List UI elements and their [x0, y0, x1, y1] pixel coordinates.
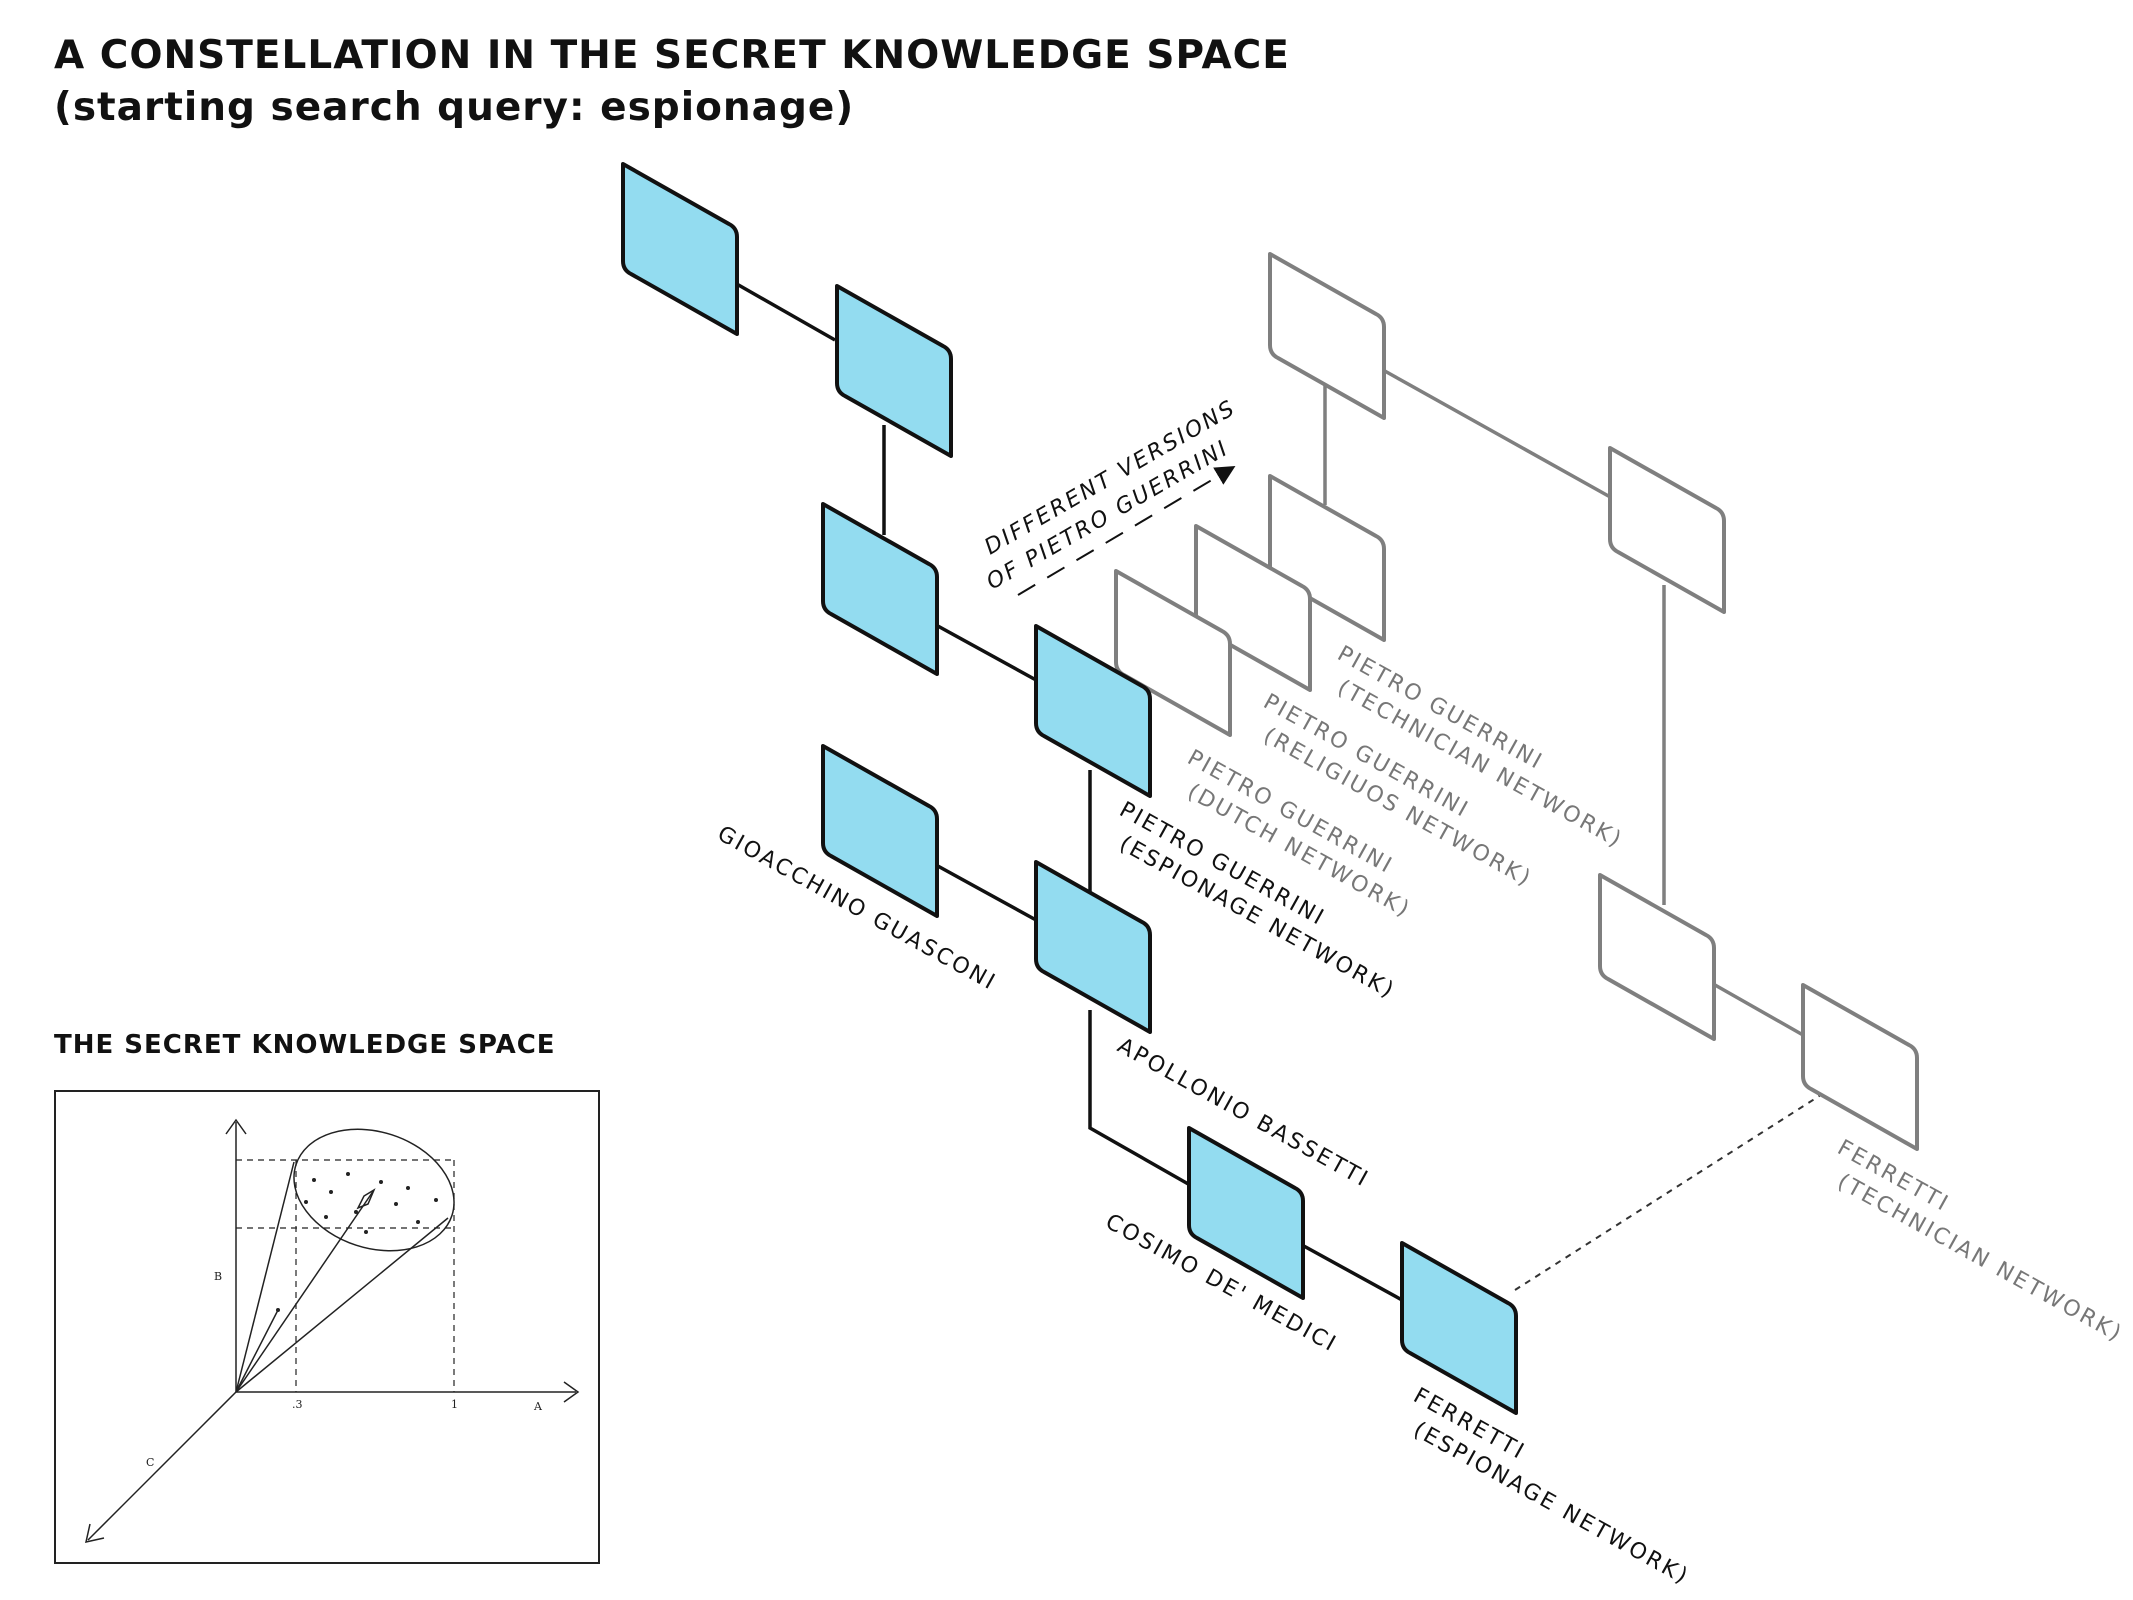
inset-cone-line — [235, 1217, 449, 1393]
active-connector — [1088, 1010, 1191, 1187]
inset-cone-line — [235, 1189, 375, 1393]
inset-axis-c-arrow — [85, 1523, 105, 1543]
inset-point — [379, 1180, 383, 1184]
inset-point — [354, 1210, 358, 1214]
inset-axis-b-arrow — [225, 1118, 247, 1135]
active-connectors — [734, 281, 1403, 1302]
ghost-connector — [1714, 983, 1804, 1037]
dashed-connector — [1514, 1069, 1861, 1291]
inset-points — [276, 1172, 438, 1312]
inset-point — [304, 1200, 308, 1204]
inset-point — [324, 1215, 328, 1219]
inset-point — [346, 1172, 350, 1176]
inset-label-c: C — [146, 1456, 154, 1469]
inset-title: THE SECRET KNOWLEDGE SPACE — [54, 1030, 556, 1060]
node-apollonio — [1034, 860, 1152, 1034]
inset-cone-line — [235, 1161, 295, 1393]
inset-label-b: B — [214, 1270, 222, 1283]
inset-point — [276, 1308, 280, 1312]
ghost-node-pietro-dutch — [1114, 569, 1232, 737]
title-line-1: A CONSTELLATION IN THE SECRET KNOWLEDGE … — [54, 33, 1290, 78]
inset-diamond — [356, 1188, 376, 1210]
node-espionage-second — [835, 284, 953, 458]
active-connector — [935, 863, 1037, 922]
node-espionage-top — [621, 162, 739, 336]
ghost-node-ferretti-technician — [1801, 983, 1919, 1151]
inset-axis-a-arrow — [563, 1381, 580, 1403]
title-line-2: (starting search query: espionage) — [54, 85, 855, 130]
ghost-node-technician-lower — [1598, 873, 1716, 1041]
inset-tick-1: 1 — [451, 1398, 458, 1411]
inset-figure: B A C .3 1 — [54, 1090, 600, 1564]
inset-label-a: A — [533, 1400, 543, 1413]
inset-axis-c — [87, 1391, 237, 1541]
node-gioacchino — [821, 744, 939, 918]
ghost-nodes — [1114, 252, 1919, 1151]
inset-point — [416, 1220, 420, 1224]
active-connector — [734, 281, 836, 342]
active-connector — [1301, 1243, 1403, 1302]
inset-point — [434, 1198, 438, 1202]
ghost-connector — [1382, 368, 1613, 500]
active-connector — [935, 623, 1037, 682]
page-title: A CONSTELLATION IN THE SECRET KNOWLEDGE … — [54, 30, 1290, 134]
inset-point — [329, 1190, 333, 1194]
label-ferretti-technician-network: (TECHNICIAN NETWORK) — [1833, 1169, 2127, 1347]
node-cosimo — [1187, 1126, 1305, 1300]
inset-point — [364, 1230, 368, 1234]
node-espionage-third — [821, 502, 939, 676]
active-nodes — [621, 162, 1518, 1415]
label-ferretti-espionage-network: (ESPIONAGE NETWORK) — [1409, 1417, 1693, 1590]
inset-svg: B A C .3 1 — [85, 1118, 580, 1543]
inset-point — [394, 1202, 398, 1206]
ghost-node-technician-top — [1268, 252, 1386, 420]
ghost-node-technician-right — [1608, 446, 1726, 614]
inset-tick-3: .3 — [292, 1398, 303, 1411]
inset-cone-line — [235, 1309, 279, 1393]
node-ferretti-espionage — [1400, 1241, 1518, 1415]
annotation-arrow — [1017, 465, 1236, 596]
node-pietro-espionage — [1034, 624, 1152, 798]
inset-point — [312, 1178, 316, 1182]
inset-point — [406, 1186, 410, 1190]
